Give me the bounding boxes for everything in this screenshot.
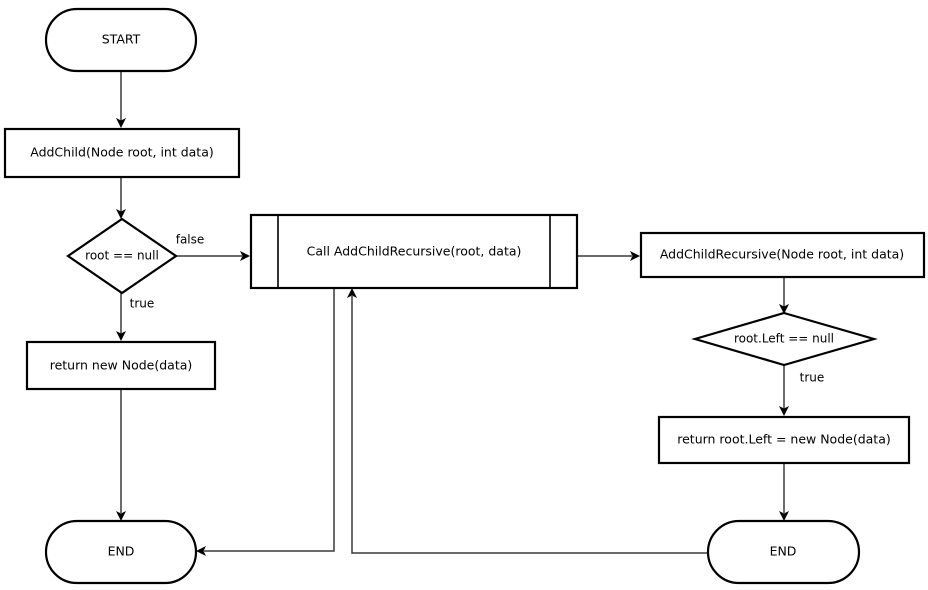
- node-call-recursive-subroutine[interactable]: Call AddChildRecursive(root, data): [249, 213, 579, 290]
- node-label: AddChildRecursive(Node root, int data): [660, 247, 904, 262]
- arrowhead-icon: [779, 304, 789, 314]
- node-return-rootleft-new-node[interactable]: return root.Left = new Node(data): [657, 415, 911, 465]
- node-start-terminal[interactable]: START: [44, 7, 198, 73]
- arrowhead-icon: [779, 511, 789, 521]
- terminator-shape: [44, 7, 198, 73]
- process-shape: [639, 231, 926, 279]
- edge-rootnull-true-to-returnnode: [116, 293, 126, 341]
- node-label: END: [108, 544, 135, 559]
- edge-addchild-to-rootnull: [116, 177, 126, 219]
- node-label: return new Node(data): [50, 358, 193, 373]
- arrowhead-icon: [116, 511, 126, 521]
- terminator-shape: [706, 519, 861, 585]
- decision-shape: [691, 311, 878, 367]
- edge-call-to-addchildrecursive: [578, 251, 640, 261]
- process-shape: [3, 127, 241, 179]
- arrowhead-icon: [116, 209, 126, 219]
- node-label: return root.Left = new Node(data): [677, 432, 891, 447]
- edge-label-false: false: [176, 233, 205, 247]
- node-label: START: [102, 32, 141, 47]
- edge-returnrootleft-to-endright: [779, 463, 789, 521]
- node-label: Call AddChildRecursive(root, data): [307, 244, 522, 259]
- node-end-terminal-left[interactable]: END: [44, 519, 198, 585]
- process-shape: [25, 340, 217, 391]
- node-label: root == null: [85, 249, 159, 263]
- edge-endright-to-call: [347, 288, 708, 554]
- edge-returnnode-to-endleft: [116, 389, 126, 521]
- edge-line: [204, 288, 335, 552]
- arrowhead-icon: [116, 118, 126, 128]
- node-label: END: [770, 544, 797, 559]
- arrowhead-icon: [196, 546, 206, 556]
- edge-label-true-right: true: [800, 371, 825, 385]
- arrowhead-icon: [347, 288, 357, 298]
- edge-rootleftnull-true-to-returnrootleft: [779, 365, 789, 416]
- arrowhead-icon: [116, 331, 126, 341]
- node-end-terminal-right[interactable]: END: [706, 519, 861, 585]
- node-addchild-process[interactable]: AddChild(Node root, int data): [3, 127, 241, 179]
- node-return-new-node[interactable]: return new Node(data): [25, 340, 217, 391]
- edge-label-true-left: true: [130, 297, 155, 311]
- predefined-process-shape: [249, 213, 579, 290]
- process-shape: [657, 415, 911, 465]
- node-addchildrecursive-process[interactable]: AddChildRecursive(Node root, int data): [639, 231, 926, 279]
- edge-rootnull-false-to-call: [176, 251, 250, 261]
- arrowhead-icon: [779, 406, 789, 416]
- node-label: AddChild(Node root, int data): [30, 145, 214, 160]
- edge-line: [351, 296, 708, 554]
- node-rootleft-null-decision[interactable]: root.Left == null: [691, 311, 878, 367]
- node-root-null-decision[interactable]: root == null: [66, 217, 178, 295]
- decision-shape: [66, 217, 178, 295]
- edge-start-to-addchild: [116, 71, 126, 128]
- arrowhead-icon: [240, 251, 250, 261]
- edge-addchildrecursive-to-rootleftnull: [779, 277, 789, 314]
- node-label: root.Left == null: [734, 332, 834, 346]
- edge-call-to-endleft: [196, 288, 335, 556]
- arrowhead-icon: [630, 251, 640, 261]
- terminator-shape: [44, 519, 198, 585]
